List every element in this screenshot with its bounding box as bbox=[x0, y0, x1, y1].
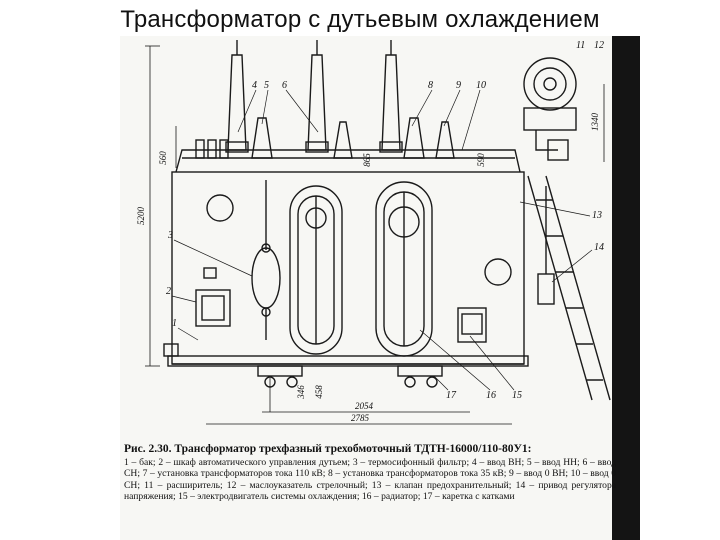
label-1: 1 bbox=[172, 318, 177, 329]
scan-edge bbox=[612, 36, 640, 540]
drain-valve bbox=[163, 343, 179, 357]
dim-346: 346 bbox=[296, 385, 306, 400]
label-14: 14 bbox=[594, 242, 604, 253]
dim-2054: 2054 bbox=[355, 401, 374, 411]
dim-865: 865 bbox=[362, 153, 372, 167]
caption-title: Рис. 2.30. Трансформатор трехфазный трех… bbox=[124, 443, 532, 455]
thermosiphon-filter bbox=[251, 180, 281, 340]
label-8: 8 bbox=[428, 80, 433, 91]
gauge-right bbox=[484, 258, 512, 286]
dim-5200: 5200 bbox=[136, 207, 146, 226]
conservator bbox=[523, 57, 577, 161]
radiator-1 bbox=[289, 185, 343, 355]
carriage-left bbox=[257, 365, 303, 377]
bushing-lv bbox=[195, 139, 229, 159]
fan-motor bbox=[457, 307, 487, 343]
label-9: 9 bbox=[456, 80, 461, 91]
label-6: 6 bbox=[282, 80, 287, 91]
figure-caption: Рис. 2.30. Трансформатор трехфазный трех… bbox=[124, 443, 616, 503]
dim-1340: 1340 bbox=[590, 113, 600, 132]
label-5: 5 bbox=[264, 80, 269, 91]
control-cabinet bbox=[195, 289, 231, 327]
dim-2785: 2785 bbox=[351, 413, 370, 423]
gauge-mid bbox=[388, 206, 420, 238]
caption-body: 1 – бак; 2 – шкаф автоматического управл… bbox=[124, 456, 616, 503]
radiator-2 bbox=[375, 181, 433, 357]
tank-cover bbox=[175, 149, 521, 173]
label-4: 4 bbox=[252, 80, 257, 91]
label-13: 13 bbox=[592, 210, 602, 221]
dim-590: 590 bbox=[476, 153, 486, 167]
label-16: 16 bbox=[486, 390, 496, 401]
label-15: 15 bbox=[512, 390, 522, 401]
regulator-drive bbox=[537, 273, 555, 305]
tank-body bbox=[171, 171, 525, 365]
carriage-right bbox=[397, 365, 443, 377]
oil-gauge-left bbox=[206, 194, 234, 222]
label-10: 10 bbox=[476, 80, 486, 91]
bushing-hv-1 bbox=[225, 40, 249, 153]
bushing-mv bbox=[251, 117, 455, 159]
dim-458: 458 bbox=[314, 385, 324, 399]
label-17: 17 bbox=[446, 390, 457, 401]
ladder bbox=[527, 175, 611, 401]
label-12: 12 bbox=[594, 40, 604, 51]
label-2: 2 bbox=[166, 286, 171, 297]
dim-560: 560 bbox=[158, 151, 168, 165]
label-3: 3 bbox=[167, 230, 173, 241]
slide-title: Трансформатор с дутьевым охлаждением bbox=[120, 6, 600, 33]
bushing-hv-3 bbox=[379, 40, 403, 153]
label-11: 11 bbox=[576, 40, 585, 51]
bushing-hv-2 bbox=[305, 40, 329, 153]
